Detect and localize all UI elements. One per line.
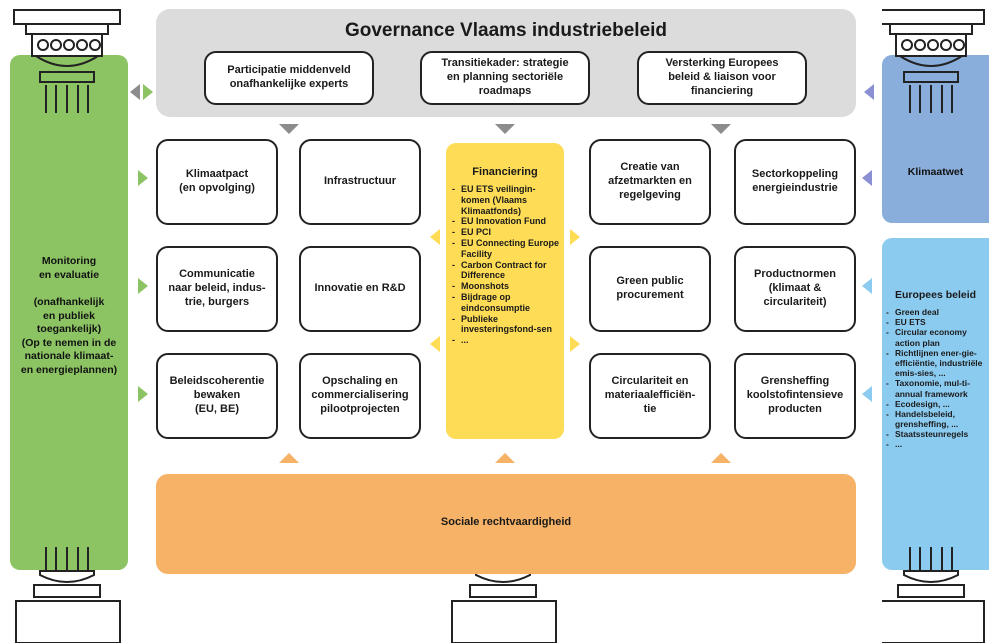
list-item: EU PCI	[452, 227, 560, 238]
arrow-down-icon	[279, 124, 299, 134]
list-item: Circular economy action plan	[886, 327, 989, 347]
arrow-right-icon	[138, 386, 148, 402]
arrow-up-icon	[495, 453, 515, 463]
arrow-left-icon	[862, 170, 872, 186]
ionic-column-base-icon	[15, 547, 121, 643]
ionic-column-capital-icon	[13, 9, 121, 113]
governance-title: Governance Vlaams industriebeleid	[344, 20, 668, 41]
list-item: Handelsbeleid, grensheffing, ...	[886, 409, 989, 429]
list-item: Publieke investeringsfond-sen	[452, 314, 560, 336]
klimaatwet-label: Klimaatwet	[907, 166, 964, 178]
arrow-left-icon	[130, 84, 140, 100]
arrow-left-icon	[862, 386, 872, 402]
sectorkoppeling-card: Sectorkoppeling energieindustrie	[734, 139, 856, 225]
list-item: EU ETS veilingin-komen (Vlaams Klimaatfo…	[452, 184, 560, 216]
sociale-rechtvaardigheid-label: Sociale rechtvaardigheid	[440, 516, 572, 528]
participatie-box: Participatie middenveld onafhankelijke e…	[204, 51, 374, 105]
arrow-left-icon	[430, 336, 440, 352]
list-item: Green deal	[886, 307, 989, 317]
sociale-rechtvaardigheid-panel	[156, 474, 856, 574]
beleidscoherentie-card: Beleidscoherentie bewaken (EU, BE)	[156, 353, 278, 439]
infrastructuur-card: Infrastructuur	[299, 139, 421, 225]
list-item: Moonshots	[452, 281, 560, 292]
grensheffing-card: Grensheffing koolstofintensieve producte…	[734, 353, 856, 439]
arrow-down-icon	[495, 124, 515, 134]
versterking-box: Versterking Europees beleid & liaison vo…	[637, 51, 807, 105]
list-item: EU Innovation Fund	[452, 216, 560, 227]
europees-beleid-list: Green deal EU ETS Circular economy actio…	[886, 307, 989, 450]
list-item: Ecodesign, ...	[886, 399, 989, 409]
financiering-list: EU ETS veilingin-komen (Vlaams Klimaatfo…	[452, 184, 560, 346]
arrow-down-icon	[711, 124, 731, 134]
arrow-left-icon	[862, 278, 872, 294]
innovatie-card: Innovatie en R&D	[299, 246, 421, 332]
arrow-left-icon	[430, 229, 440, 245]
arrow-up-icon	[711, 453, 731, 463]
financiering-title: Financiering	[472, 166, 538, 178]
list-item: Staatssteunregels	[886, 429, 989, 439]
list-item: ...	[886, 439, 989, 449]
arrow-right-icon	[570, 229, 580, 245]
green-procurement-card: Green public procurement	[589, 246, 711, 332]
arrow-right-icon	[143, 84, 153, 100]
productnormen-card: Productnormen (klimaat & circulariteit)	[734, 246, 856, 332]
arrow-right-icon	[570, 336, 580, 352]
transitiekader-box: Transitiekader: strategie en planning se…	[420, 51, 590, 105]
opschaling-card: Opschaling en commercialisering pilootpr…	[299, 353, 421, 439]
ionic-column-capital-icon	[882, 9, 985, 113]
list-item: ...	[452, 335, 560, 346]
list-item: Richtlijnen ener-gie-efficiëntie, indust…	[886, 348, 989, 379]
arrow-up-icon	[279, 453, 299, 463]
arrow-left-icon	[864, 84, 874, 100]
creatie-card: Creatie van afzetmarkten en regelgeving	[589, 139, 711, 225]
list-item: EU Connecting Europe Facility	[452, 238, 560, 260]
klimaatpact-card: Klimaatpact (en opvolging)	[156, 139, 278, 225]
arrow-right-icon	[138, 278, 148, 294]
list-item: Bijdrage op eindconsumptie	[452, 292, 560, 314]
ionic-column-base-icon	[882, 547, 985, 643]
list-item: Carbon Contract for Difference	[452, 260, 560, 282]
circulariteit-card: Circulariteit en materiaalefficiën- tie	[589, 353, 711, 439]
monitoring-pillar	[10, 55, 128, 570]
list-item: Taxonomie, mul-ti-annual framework	[886, 378, 989, 398]
monitoring-text: Monitoring en evaluatie (onafhankelijk e…	[20, 255, 118, 377]
arrow-right-icon	[138, 170, 148, 186]
list-item: EU ETS	[886, 317, 989, 327]
communicatie-card: Communicatie naar beleid, indus- trie, b…	[156, 246, 278, 332]
europees-beleid-title: Europees beleid	[894, 289, 977, 301]
